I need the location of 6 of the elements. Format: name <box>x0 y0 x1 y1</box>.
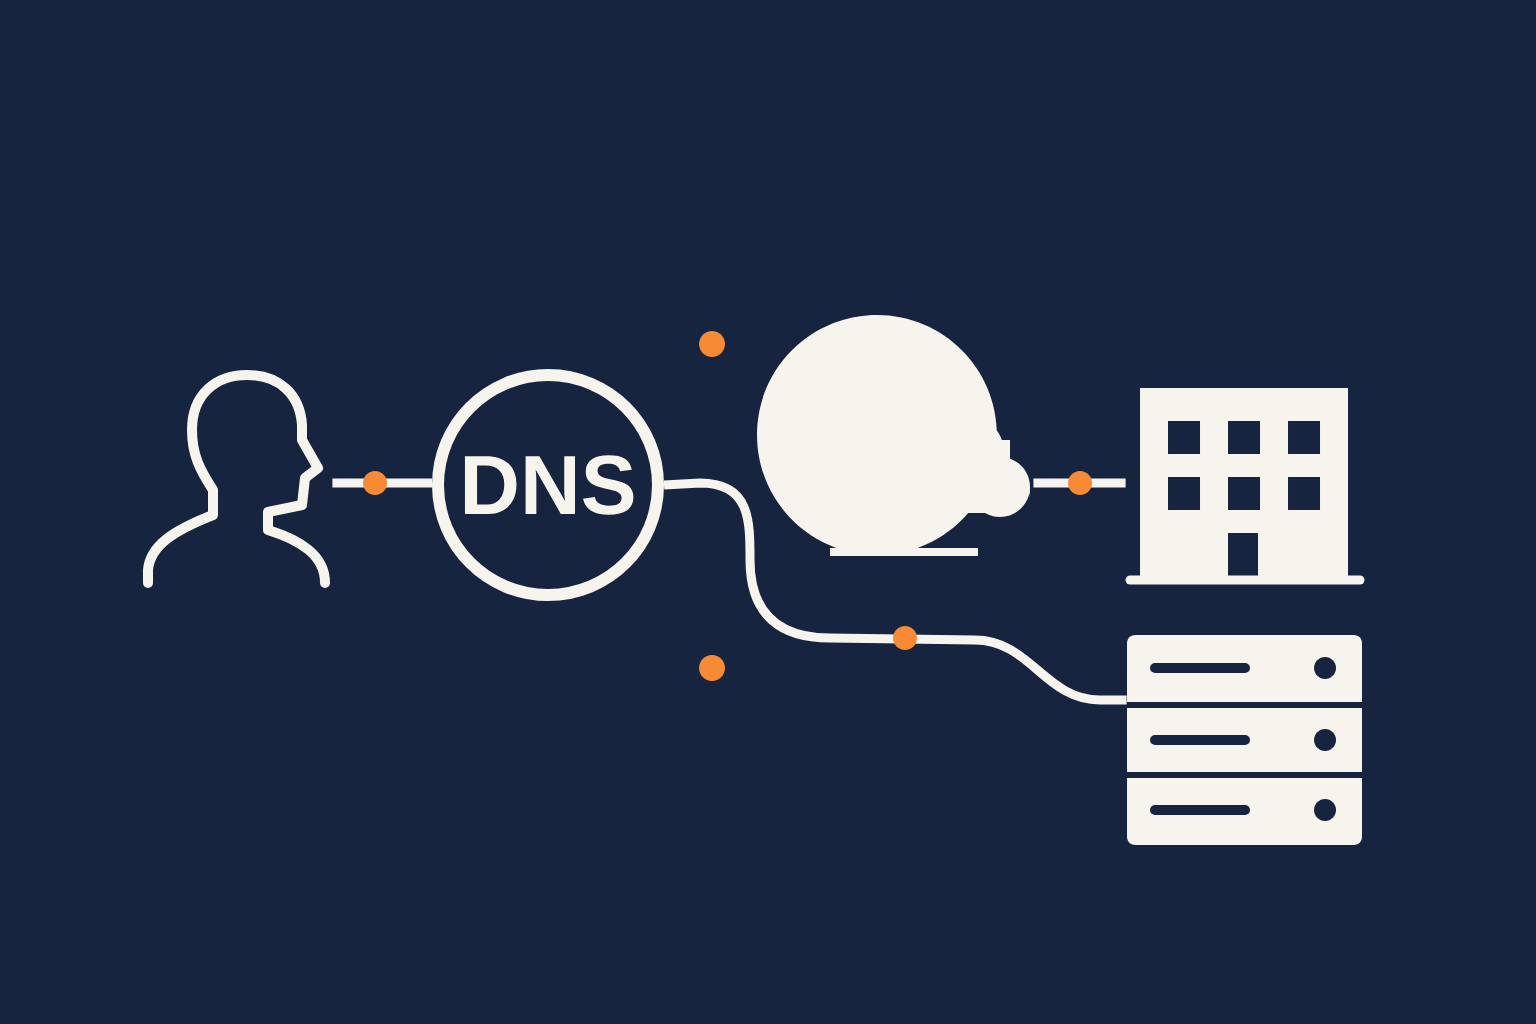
server-rack-icon <box>1124 635 1365 845</box>
connector-line <box>663 478 1127 705</box>
person-silhouette <box>143 370 330 588</box>
building-icon <box>1125 388 1365 585</box>
connector-line <box>332 471 432 495</box>
connector-line <box>1033 471 1126 495</box>
